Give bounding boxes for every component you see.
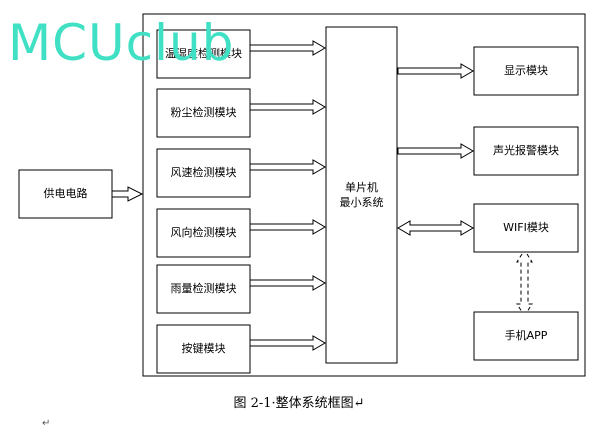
output-label-alarm: 声光报警模块 — [493, 144, 559, 157]
sensor-label-wind-direction: 风向检测模块 — [170, 226, 237, 239]
sensor-box-dust — [156, 88, 251, 138]
outer-frame — [142, 13, 586, 377]
sensor-label-rainfall: 雨量检测模块 — [170, 282, 237, 295]
power-label: 供电电路 — [43, 187, 88, 200]
mcuclub-watermark: MCUclub — [8, 14, 235, 72]
mcu-label-line2: 最小系统 — [339, 196, 384, 209]
sensor-box-rainfall — [156, 264, 251, 314]
wifi-phone-dashed-arrow — [516, 253, 533, 313]
output-label-display: 显示模块 — [504, 64, 548, 77]
output-box-phone — [473, 311, 579, 361]
mcu-wifi-bidirectional-arrow — [397, 220, 474, 236]
sensor-box-wind-direction — [156, 208, 251, 258]
output-label-phone: 手机APP — [504, 329, 548, 342]
sensor-label-dust: 粉尘检测模块 — [170, 106, 237, 119]
mcu-label-line1: 单片机 — [345, 181, 378, 194]
paragraph-mark: ↵ — [42, 418, 51, 429]
output-arrows — [397, 63, 474, 159]
sensor-label-wind-speed: 风速检测模块 — [170, 166, 237, 179]
sensor-box-keys — [156, 324, 251, 374]
sensor-label-keys: 按键模块 — [181, 342, 226, 355]
output-box-display — [473, 46, 579, 96]
sensor-box-wind-speed — [156, 148, 251, 198]
sensor-box-temp-humidity — [156, 29, 251, 79]
output-label-wifi: WIFI模块 — [503, 221, 549, 234]
figure-caption: 图 2-1·整体系统框图↵ — [233, 396, 365, 411]
power-box — [18, 169, 113, 219]
power-to-system-arrow — [111, 186, 144, 202]
sensor-arrows — [249, 40, 326, 351]
output-box-alarm — [473, 126, 579, 176]
output-box-wifi — [473, 203, 579, 253]
mcu-box — [325, 26, 398, 364]
sensor-label-temp-humidity: 温湿度检测模块 — [165, 47, 242, 60]
